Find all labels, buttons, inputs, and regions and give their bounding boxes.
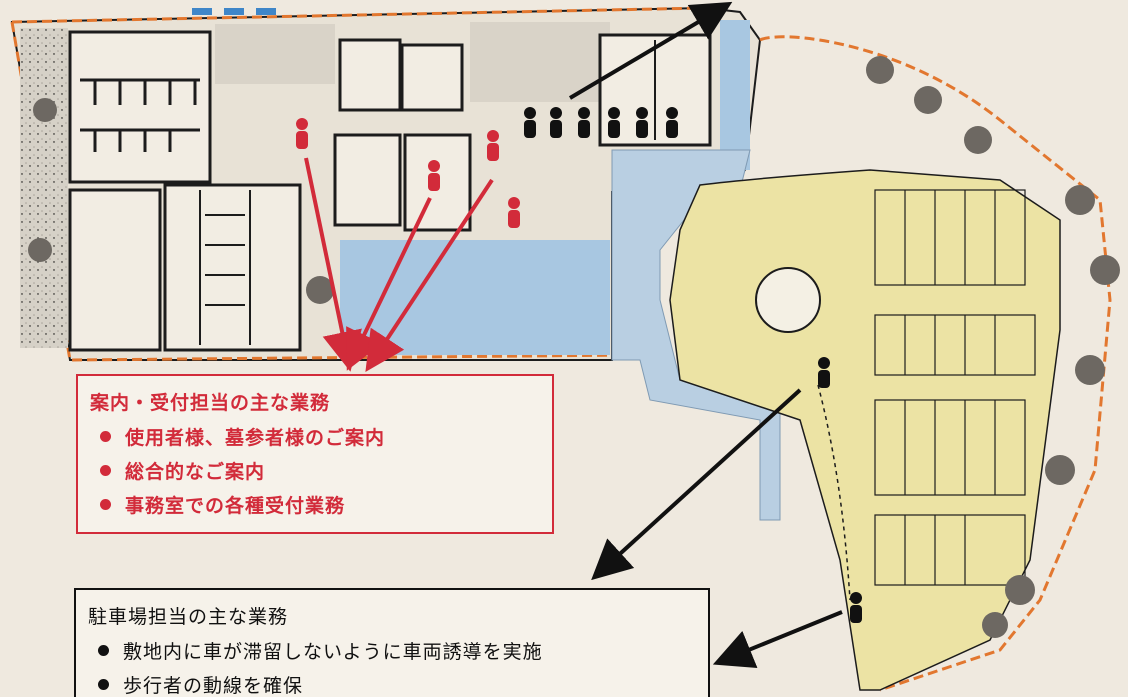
bullet-icon [98,679,109,690]
room-block [68,188,162,352]
person-icon-red [296,118,520,228]
list-item: 使用者様、墓参者様のご案内 [100,421,552,455]
arrow-icon [712,610,843,668]
list-item: 歩行者の動線を確保 [98,669,708,697]
list-item: 総合的なご案内 [100,455,552,489]
ground-strip [470,22,610,102]
arrow-icon [591,388,802,581]
parking-duties-title: 駐車場担当の主な業務 [88,606,289,628]
room-block [163,183,302,352]
arrow-icon [304,157,362,372]
parking-lot [669,169,1061,691]
parking-stalls [874,399,1026,496]
ground-strip [20,28,68,348]
roundabout-island [755,267,821,333]
parking-duties-box: 駐車場担当の主な業務 敷地内に車が滞留しないように車両誘導を実施 歩行者の動線を… [74,588,710,697]
bullet-icon [100,499,111,510]
bullet-icon [100,465,111,476]
reception-duties-box: 案内・受付担当の主な業務 使用者様、墓参者様のご案内 総合的なご案内 事務室での… [76,374,554,534]
arrow-icon [346,197,432,371]
glass-area [720,20,750,170]
room-block [333,133,402,227]
header-color-bar [192,0,298,15]
list-item: 事務室での各種受付業務 [100,489,552,523]
reception-duties-list: 使用者様、墓参者様のご案内 総合的なご案内 事務室での各種受付業務 [78,421,552,523]
arrow-icon [365,178,494,373]
list-item: 敷地内に車が滞留しないように車両誘導を実施 [98,635,708,669]
reception-duties-title: 案内・受付担当の主な業務 [90,392,331,414]
parking-duties-list: 敷地内に車が滞留しないように車両誘導を実施 歩行者の動線を確保 [76,635,708,697]
room-block [68,30,212,184]
ground-strip [215,24,335,84]
bullet-icon [100,431,111,442]
arrow-icon [568,1,733,100]
room-block [338,38,402,112]
room-block [400,43,464,112]
person-icon-black [524,107,862,623]
parking-stalls [874,514,1026,586]
parking-stalls [874,314,1036,376]
bullet-icon [98,645,109,656]
tree-icon [28,56,1120,638]
parking-stalls [874,189,1026,286]
guide-path [817,384,851,601]
